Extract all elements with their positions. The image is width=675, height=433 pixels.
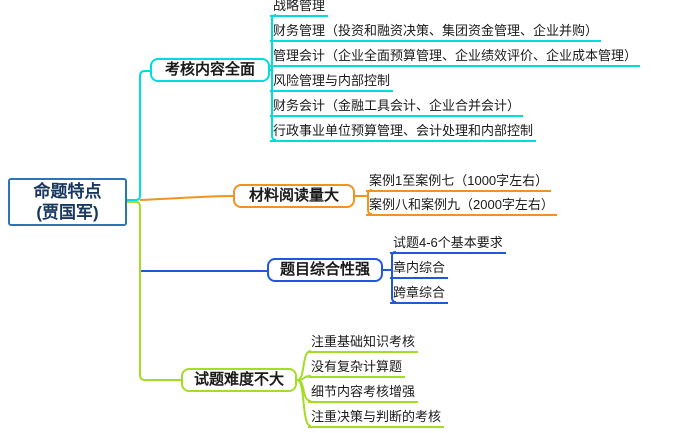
leaf-node[interactable]: 风险管理与内部控制 — [270, 73, 394, 92]
leaf-node[interactable]: 战略管理 — [270, 0, 329, 17]
branch-node-exam-coverage[interactable]: 考核内容全面 — [150, 58, 270, 82]
leaf-node[interactable]: 试题4-6个基本要求 — [390, 235, 506, 254]
connector-root-branch4 — [127, 201, 181, 381]
branch-node-difficulty[interactable]: 试题难度不大 — [181, 368, 297, 392]
leaf-node[interactable]: 财务会计（金融工具会计、企业合并会计） — [270, 98, 524, 117]
root-node-subtitle: (贾国军) — [36, 203, 99, 222]
leaf-node[interactable]: 注重决策与判断的考核 — [308, 409, 445, 428]
leaf-node[interactable]: 章内综合 — [390, 260, 449, 279]
leaf-node[interactable]: 注重基础知识考核 — [308, 334, 419, 353]
connector-branch4-children — [296, 350, 312, 427]
connector-root-branch1 — [127, 70, 150, 201]
root-node[interactable]: 命题特点 (贾国军) — [8, 178, 127, 226]
leaf-node[interactable]: 没有复杂计算题 — [308, 359, 406, 378]
root-node-title: 命题特点 — [33, 182, 102, 201]
branch-node-comprehensive[interactable]: 题目综合性强 — [267, 258, 383, 282]
leaf-node[interactable]: 财务管理（投资和融资决策、集团资金管理、企业并购） — [270, 23, 602, 42]
leaf-node[interactable]: 管理会计（企业全面预算管理、企业绩效评价、企业成本管理） — [270, 48, 641, 67]
leaf-node[interactable]: 跨章综合 — [390, 285, 449, 304]
leaf-node[interactable]: 案例八和案例九（2000字左右） — [366, 197, 557, 216]
leaf-node[interactable]: 细节内容考核增强 — [308, 384, 419, 403]
leaf-node[interactable]: 行政事业单位预算管理、会计处理和内部控制 — [270, 123, 537, 142]
leaf-node[interactable]: 案例1至案例七（1000字左右） — [366, 173, 552, 192]
branch-node-reading-volume[interactable]: 材料阅读量大 — [233, 184, 355, 208]
connector-root-branch2 — [139, 195, 234, 201]
